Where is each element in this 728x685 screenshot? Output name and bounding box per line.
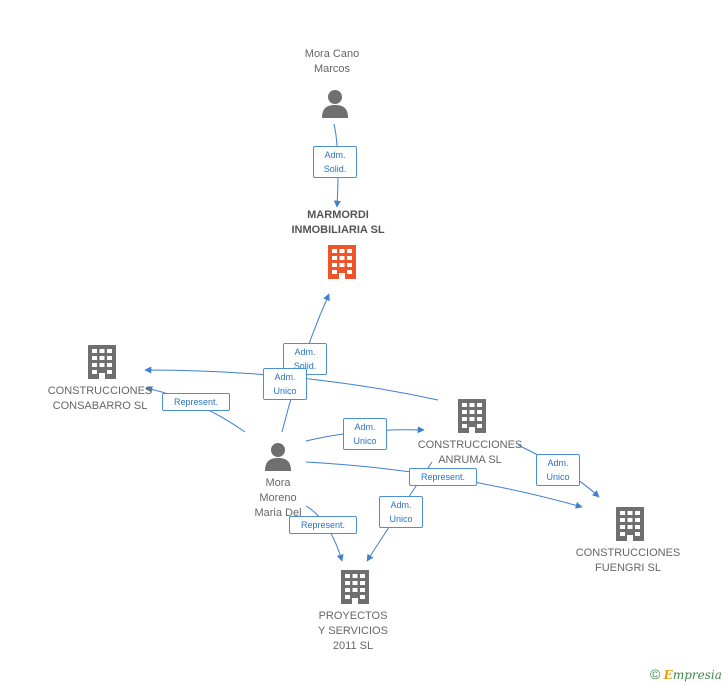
- node-label-line: Mora: [265, 477, 291, 489]
- edge-label-line: Represent.: [300, 520, 346, 530]
- node-label-mora-moreno[interactable]: Mora Moreno Maria Del: [238, 476, 318, 521]
- edge-label-adm-unico: Adm. Unico: [536, 454, 580, 486]
- node-label-consabarro[interactable]: CONSTRUCCIONES CONSABARRO SL: [42, 384, 158, 414]
- node-label-line: PROYECTOS: [318, 610, 388, 622]
- building-icon[interactable]: [341, 570, 369, 604]
- edge-label-line: Adm.: [547, 458, 569, 468]
- person-icon[interactable]: [322, 90, 348, 118]
- edge-label-adm-unico: Adm. Unico: [343, 418, 387, 450]
- edge-label-line: Unico: [389, 514, 413, 524]
- node-label-line: CONSTRUCCIONES: [417, 439, 523, 451]
- edge-label-line: Unico: [353, 436, 377, 446]
- node-label-line: Mora Cano: [304, 48, 360, 60]
- copyright-icon: ©: [650, 666, 661, 682]
- node-label-anruma[interactable]: CONSTRUCCIONES ANRUMA SL: [412, 438, 528, 468]
- node-label-line: CONSTRUCCIONES: [575, 547, 681, 559]
- edge-label-line: Represent.: [420, 472, 466, 482]
- edge-label-represent: Represent.: [289, 516, 357, 534]
- node-label-line: Marcos: [313, 63, 351, 75]
- edge-label-line: Adm.: [354, 422, 376, 432]
- node-label-proyectos[interactable]: PROYECTOS Y SERVICIOS 2011 SL: [303, 609, 403, 654]
- edge-label-line: Represent.: [173, 397, 219, 407]
- edge-label-line: Adm.: [390, 500, 412, 510]
- edge-label-adm-unico: Adm. Unico: [379, 496, 423, 528]
- node-label-line: INMOBILIARIA SL: [291, 224, 385, 236]
- edge-label-line: Unico: [546, 472, 570, 482]
- brand-initial: E: [663, 668, 673, 682]
- node-label-marmordi[interactable]: MARMORDI INMOBILIARIA SL: [268, 208, 408, 238]
- building-icon[interactable]: [88, 345, 116, 379]
- edges: [144, 123, 600, 562]
- building-icon[interactable]: [458, 399, 486, 433]
- node-label-mora-cano[interactable]: Mora Cano Marcos: [282, 47, 382, 77]
- edge-label-line: Adm.: [294, 347, 316, 357]
- node-label-line: MARMORDI: [307, 209, 369, 221]
- edge-label-adm-unico: Adm. Unico: [263, 368, 307, 400]
- person-icon[interactable]: [265, 443, 291, 471]
- node-label-line: Moreno: [259, 492, 297, 504]
- node-label-line: CONSABARRO SL: [52, 400, 148, 412]
- node-label-line: 2011 SL: [332, 640, 374, 652]
- node-icons: [88, 90, 644, 604]
- brand-name: mpresia: [672, 668, 722, 682]
- node-label-line: ANRUMA SL: [438, 454, 502, 466]
- building-icon[interactable]: [616, 507, 644, 541]
- edge-label-line: Adm.: [324, 150, 346, 160]
- edge-label-represent: Represent.: [409, 468, 477, 486]
- node-label-fuengri[interactable]: CONSTRUCCIONES FUENGRI SL: [570, 546, 686, 576]
- edge-label-line: Unico: [273, 386, 297, 396]
- node-label-line: CONSTRUCCIONES: [47, 385, 153, 397]
- edge-label-line: Solid.: [293, 361, 317, 371]
- edge-label-line: Solid.: [323, 164, 347, 174]
- copyright-brand[interactable]: © Empresia: [650, 666, 722, 682]
- node-label-line: FUENGRI SL: [594, 562, 661, 574]
- edge-label-adm-solid: Adm. Solid.: [313, 146, 357, 178]
- edge-label-represent: Represent.: [162, 393, 230, 411]
- building-icon[interactable]: [328, 245, 356, 279]
- edge-label-line: Adm.: [274, 372, 296, 382]
- node-label-line: Y SERVICIOS: [318, 625, 388, 637]
